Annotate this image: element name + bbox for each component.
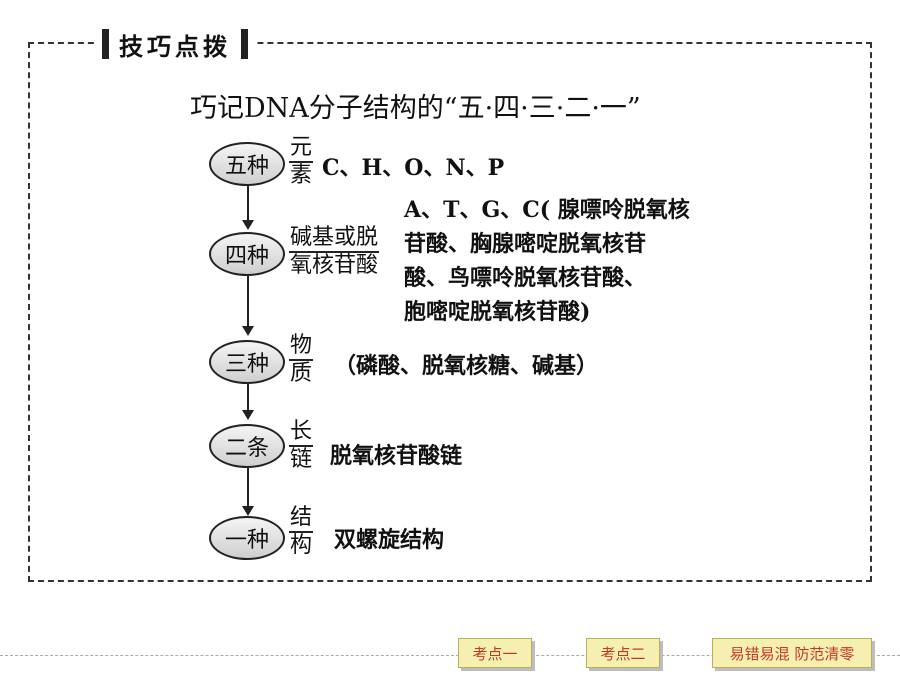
desc-line: 胞嘧啶脱氧核苷酸) xyxy=(404,299,591,325)
frac-elements: 元 素 xyxy=(289,136,314,188)
tip-label: 技巧点拨 xyxy=(119,32,231,61)
header-bar-right xyxy=(241,29,248,59)
nav-button-errors[interactable]: 易错易混 防范清零 xyxy=(712,638,872,668)
frac-bottom: 链 xyxy=(290,447,313,472)
desc-line: 酸、鸟嘌呤脱氧核苷酸、 xyxy=(404,265,647,291)
row-desc-multiline: A、T、G、C( 腺嘌呤脱氧核 苷酸、胸腺嘧啶脱氧核苷 酸、鸟嘌呤脱氧核苷酸、 … xyxy=(404,193,690,329)
row-desc: C、H、O、N、P xyxy=(322,155,505,181)
oval-three: 三种 xyxy=(209,340,285,384)
row-desc: 双螺旋结构 xyxy=(334,527,445,553)
frac-top: 物 xyxy=(289,334,314,361)
arrow-down-icon xyxy=(242,410,254,420)
frac-structure: 结 构 xyxy=(289,506,314,558)
frac-top: 长 xyxy=(289,420,314,447)
frac-top: 结 xyxy=(289,506,314,533)
desc-line: A、T、G、C( 腺嘌呤脱氧核 xyxy=(404,197,690,223)
oval-five: 五种 xyxy=(209,142,285,186)
frac-substances: 物 质 xyxy=(289,334,314,386)
connector-line xyxy=(247,276,249,328)
oval-one: 一种 xyxy=(209,516,285,560)
frac-bottom: 氧核苷酸 xyxy=(290,253,379,278)
frac-chains: 长 链 xyxy=(289,420,314,472)
frac-bottom: 素 xyxy=(290,163,313,188)
connector-line xyxy=(247,186,249,222)
arrow-down-icon xyxy=(242,220,254,230)
frac-bases: 碱基或脱 氧核苷酸 xyxy=(289,226,380,278)
tip-header: 技巧点拨 xyxy=(96,26,254,62)
frac-bottom: 质 xyxy=(290,361,313,386)
page-title: 巧记DNA分子结构的“五·四·三·二·一” xyxy=(190,93,641,124)
header-bar-left xyxy=(102,29,109,59)
oval-two: 二条 xyxy=(209,424,285,468)
bottom-divider xyxy=(0,655,900,656)
connector-line xyxy=(247,384,249,412)
content-frame xyxy=(28,42,872,582)
row-desc: 脱氧核苷酸链 xyxy=(330,443,463,469)
frac-bottom: 构 xyxy=(290,533,313,558)
oval-four: 四种 xyxy=(209,232,285,276)
arrow-down-icon xyxy=(242,506,254,516)
desc-line: 苷酸、胸腺嘧啶脱氧核苷 xyxy=(404,231,647,257)
frac-top: 碱基或脱 xyxy=(289,226,380,253)
row-desc: （磷酸、脱氧核糖、碱基） xyxy=(334,353,599,379)
nav-button-point-two[interactable]: 考点二 xyxy=(586,638,660,668)
nav-button-point-one[interactable]: 考点一 xyxy=(458,638,532,668)
frac-top: 元 xyxy=(289,136,314,163)
connector-line xyxy=(247,468,249,508)
arrow-down-icon xyxy=(242,326,254,336)
